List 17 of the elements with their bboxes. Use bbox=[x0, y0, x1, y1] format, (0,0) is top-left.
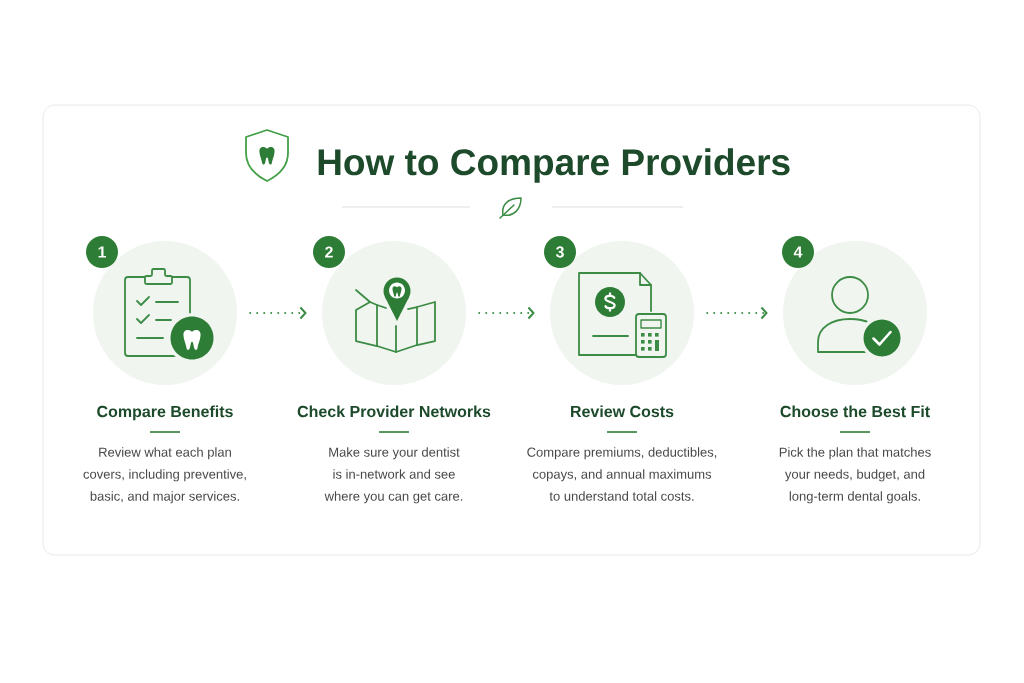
dotted-arrow bbox=[478, 306, 535, 320]
step-heading: Compare Benefits bbox=[97, 405, 233, 421]
number-badge: 2 bbox=[313, 236, 345, 268]
step-description: Make sure your dentist is in-network and see where you can get care. bbox=[324, 447, 463, 504]
number-badge: 3 bbox=[544, 236, 576, 268]
step-heading: Choose the Best Fit bbox=[780, 405, 930, 418]
dotted-arrow bbox=[706, 306, 768, 320]
dotted-arrow bbox=[249, 306, 307, 320]
step-description: Review what each plan covers, including preventive, basic, and major services. bbox=[83, 447, 246, 504]
step-description: Pick the plan that matches your needs, budget, and long-term dental goals. bbox=[779, 447, 931, 504]
step-heading: Review Costs bbox=[571, 405, 674, 418]
step-heading: Check Provider Networks bbox=[297, 405, 491, 418]
number-badge: 1 bbox=[86, 236, 118, 268]
step-description: Compare premiums, deductibles, copays, and annual maximums to understand total costs. bbox=[527, 447, 717, 501]
step-circle bbox=[322, 241, 466, 385]
number-badge: 4 bbox=[782, 236, 814, 268]
title: How to Compare Providers bbox=[318, 148, 790, 183]
